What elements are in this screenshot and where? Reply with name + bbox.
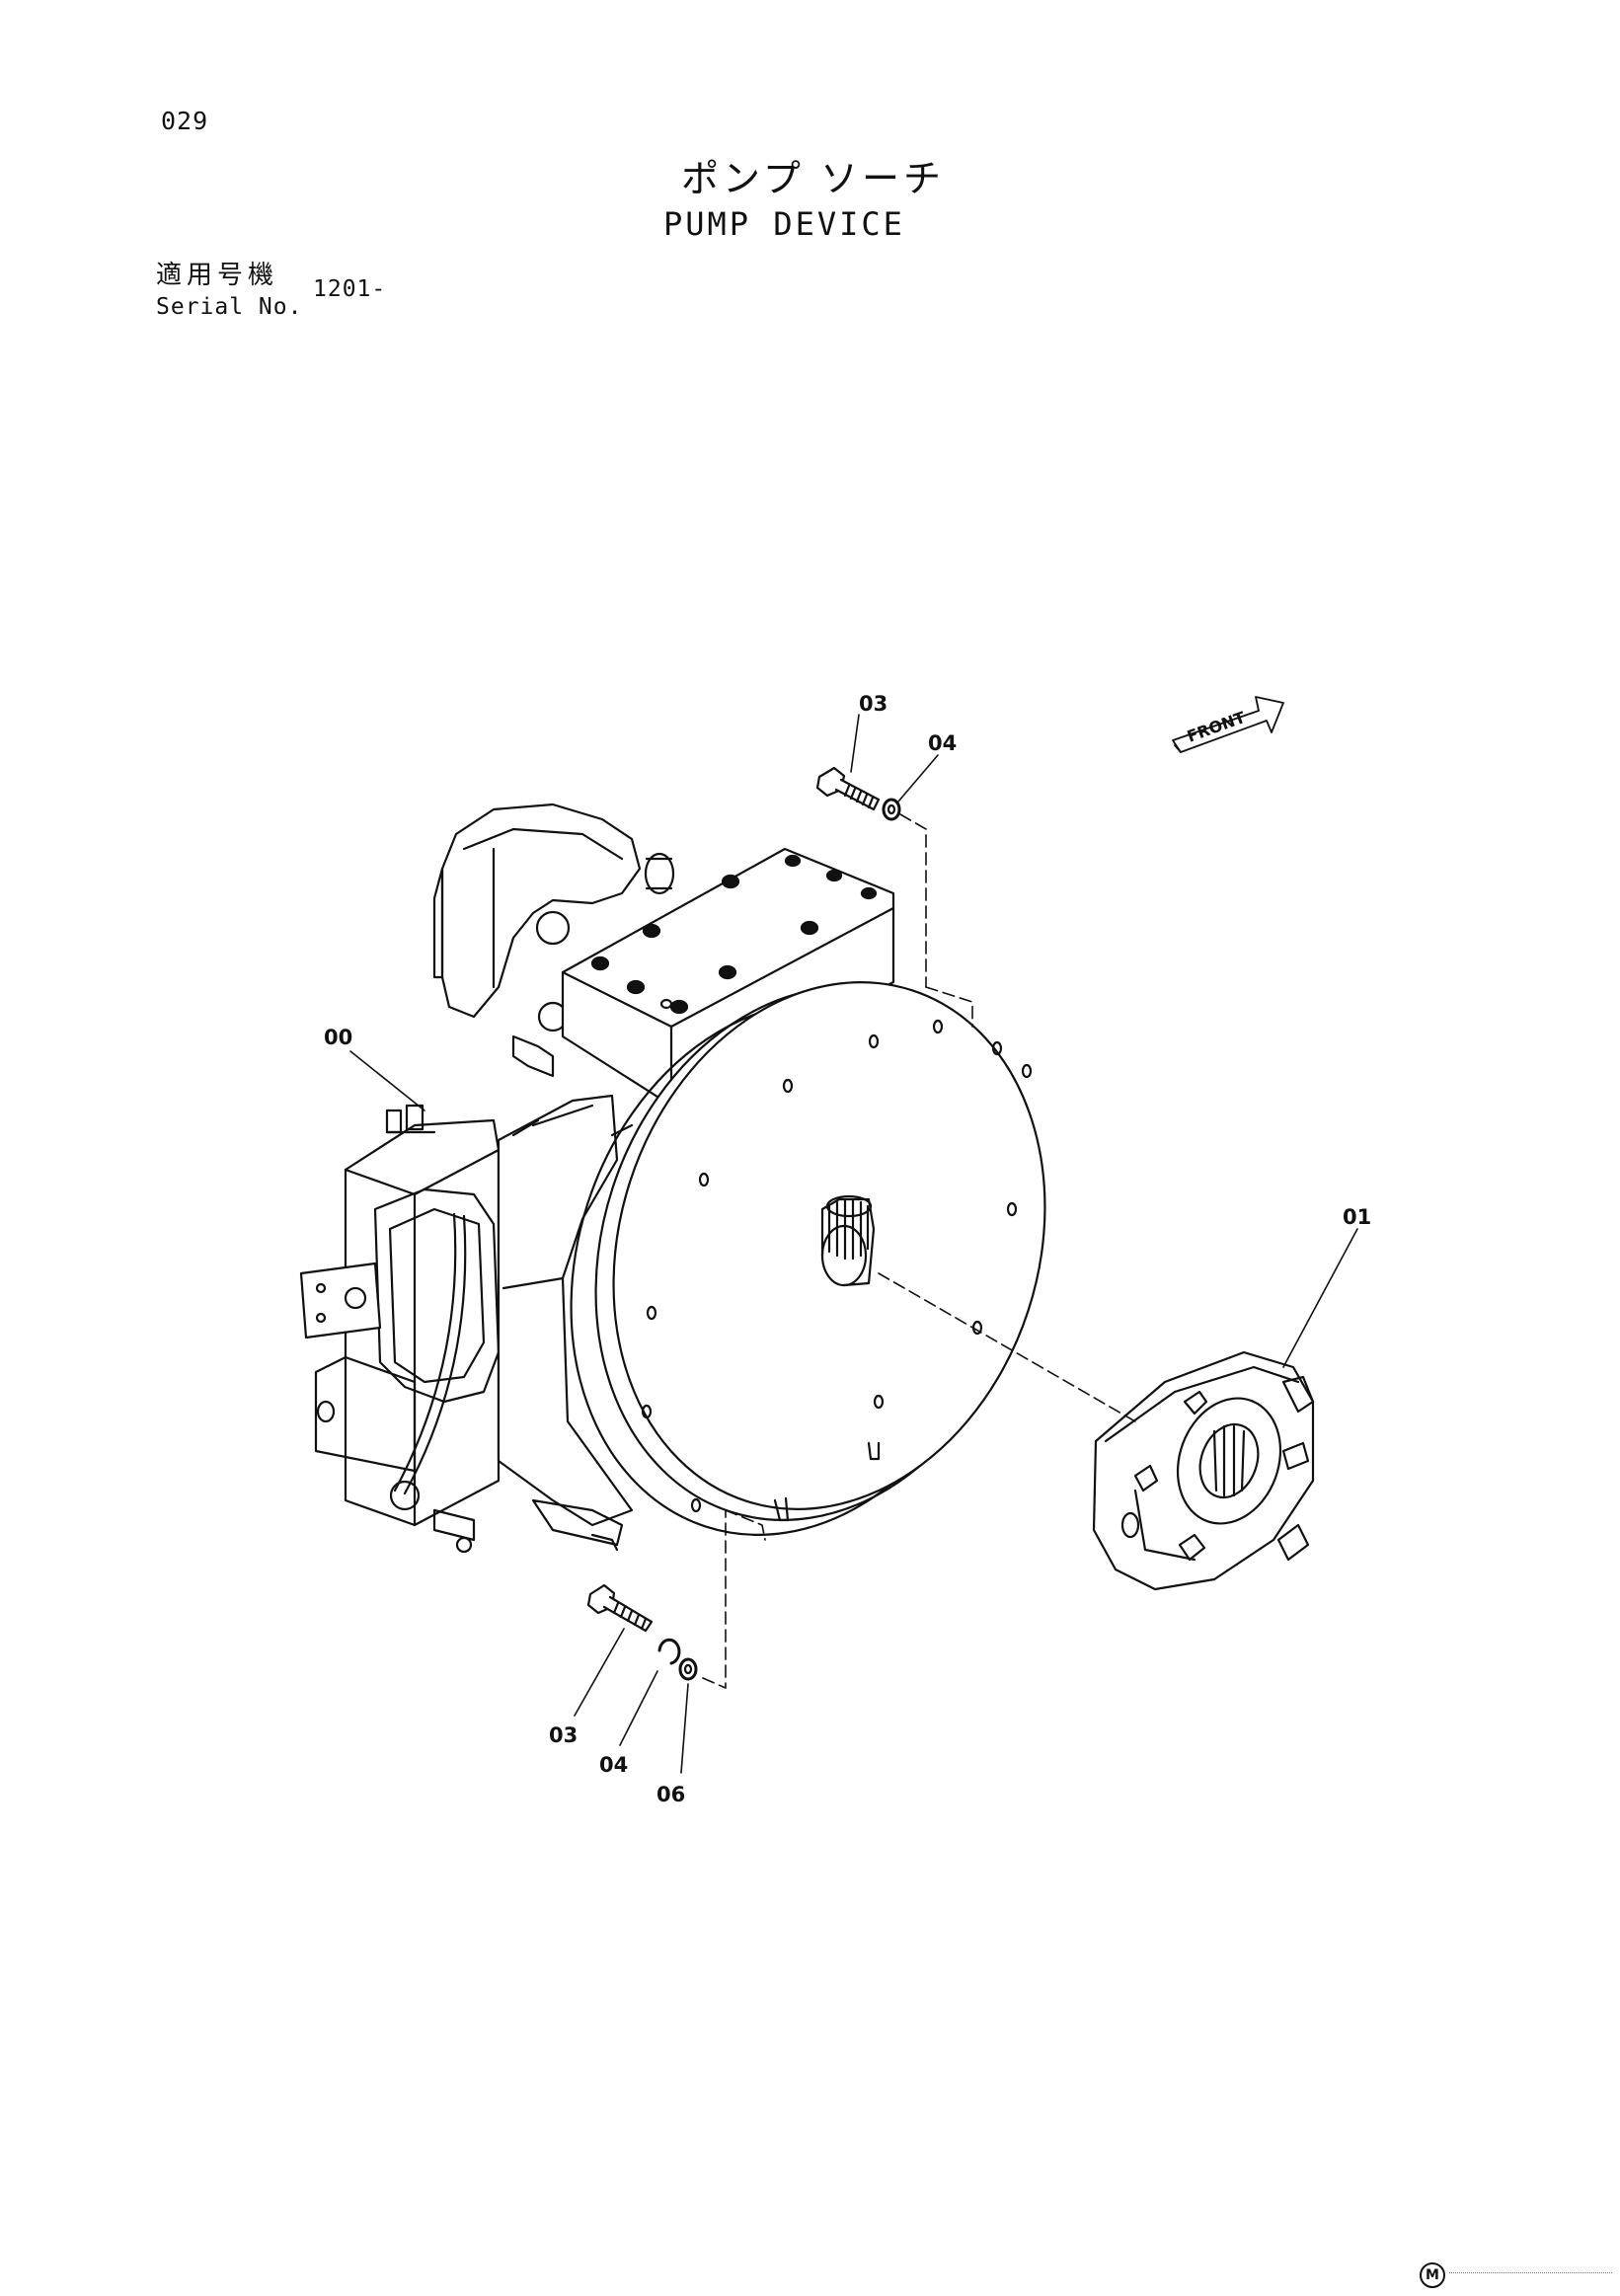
page-number: 029	[161, 107, 209, 135]
title-japanese: ポンプ ソーチ	[681, 157, 945, 200]
callout-01: 01	[1343, 1205, 1371, 1229]
top-washer-04	[882, 798, 901, 821]
serial-value: 1201-	[313, 276, 387, 302]
splined-shaft	[820, 1194, 876, 1287]
front-arrow-icon	[1172, 696, 1284, 753]
callout-03-top: 03	[859, 692, 887, 716]
title-english: PUMP DEVICE	[663, 205, 905, 243]
gear-pump	[432, 803, 675, 1078]
callout-04-top: 04	[928, 731, 957, 755]
housing-bolts	[590, 854, 878, 1015]
top-bolt-03	[815, 766, 881, 811]
bottom-bolt-03	[586, 1583, 654, 1633]
main-pump-body	[299, 1104, 501, 1554]
callout-04-bottom: 04	[599, 1753, 628, 1777]
footer-mark-symbol: M	[1420, 2262, 1445, 2288]
serial-label-english: Serial No.	[156, 294, 303, 320]
leader-lines	[349, 714, 1358, 1774]
dashed-assembly-lines	[702, 813, 1136, 1689]
circled-m-icon: M	[1420, 2260, 1445, 2288]
coupling	[1092, 1350, 1315, 1591]
serial-label-japanese: 適用号機	[156, 261, 279, 290]
callout-00: 00	[324, 1026, 352, 1049]
bottom-washer-04	[657, 1638, 681, 1665]
footer-dotted-line	[1449, 2272, 1612, 2273]
front-arrow-label: FRONT	[1185, 708, 1248, 746]
callout-03-bottom: 03	[549, 1723, 578, 1747]
gear-housing	[497, 1094, 634, 1552]
bottom-washer-06	[678, 1657, 698, 1681]
flywheel-holes	[641, 1019, 1033, 1513]
callout-06-bottom: 06	[656, 1783, 685, 1806]
